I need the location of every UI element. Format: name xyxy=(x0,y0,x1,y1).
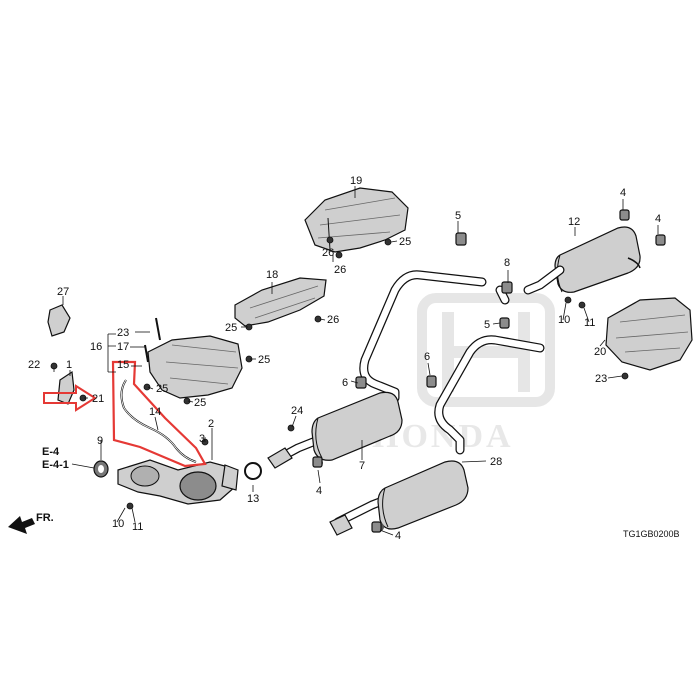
exhaust-pipe-system xyxy=(280,270,545,527)
callout-4: 4 xyxy=(316,485,322,497)
callout-10: 10 xyxy=(558,314,570,326)
callout-5: 5 xyxy=(455,210,461,222)
callout-labels: 19 4 4 5 12 25 26 26 8 18 27 25 26 23 16… xyxy=(28,175,661,542)
callout-28: 28 xyxy=(490,456,502,468)
center-muffler-7 xyxy=(311,391,403,467)
callout-25: 25 xyxy=(258,354,270,366)
rear-pipe-flange xyxy=(329,514,353,536)
callout-4: 4 xyxy=(620,187,626,199)
leader-lines xyxy=(53,186,659,536)
callout-5: 5 xyxy=(484,319,490,331)
callout-4: 4 xyxy=(655,213,661,225)
callout-8: 8 xyxy=(504,257,510,269)
rear-muffler-12 xyxy=(523,226,641,295)
callout-9: 9 xyxy=(97,435,103,447)
callout-11: 11 xyxy=(584,317,595,329)
callout-7: 7 xyxy=(359,460,365,472)
callout-23: 23 xyxy=(117,327,129,339)
front-label: FR. xyxy=(36,512,54,524)
o2-sensor-wire-14 xyxy=(120,379,197,463)
highlight-arrow xyxy=(43,384,97,412)
heat-shield-16 xyxy=(147,335,243,399)
callout-25: 25 xyxy=(225,322,237,334)
callout-4: 4 xyxy=(395,530,401,542)
callout-26: 26 xyxy=(334,264,346,276)
callout-13: 13 xyxy=(247,493,259,505)
bolts xyxy=(50,236,629,510)
callout-26: 26 xyxy=(322,247,334,259)
callout-26: 26 xyxy=(327,314,339,326)
callout-17: 17 xyxy=(117,341,129,353)
center-muffler-28 xyxy=(372,460,469,532)
callout-22: 22 xyxy=(28,359,40,371)
callout-1: 1 xyxy=(66,359,72,371)
heat-shield-18 xyxy=(234,277,327,327)
reference-e4: E-4 xyxy=(42,446,60,458)
callout-2: 2 xyxy=(208,418,214,430)
callout-19: 19 xyxy=(350,175,362,187)
callout-3: 3 xyxy=(199,433,205,445)
bracket-27 xyxy=(47,304,71,337)
callout-6: 6 xyxy=(424,351,430,363)
callout-25: 25 xyxy=(194,397,206,409)
gasket-9 xyxy=(93,460,109,478)
callout-6: 6 xyxy=(342,377,348,389)
highlight-outline xyxy=(111,360,207,468)
front-arrow-icon xyxy=(8,516,35,534)
callout-25: 25 xyxy=(156,383,168,395)
callout-11: 11 xyxy=(132,521,143,533)
heat-shield-20 xyxy=(605,297,693,371)
flange-13 xyxy=(244,462,262,480)
callout-15: 15 xyxy=(117,359,129,371)
callout-18: 18 xyxy=(266,269,278,281)
callout-27: 27 xyxy=(57,286,69,298)
callout-12: 12 xyxy=(568,216,580,228)
front-pipe-flange xyxy=(267,447,293,469)
callout-21: 21 xyxy=(92,393,104,405)
callout-16: 16 xyxy=(90,341,102,353)
callout-20: 20 xyxy=(594,346,606,358)
bracket-1 xyxy=(57,370,75,405)
callout-25: 25 xyxy=(399,236,411,248)
reference-e4-1: E-4-1 xyxy=(42,459,69,471)
hanger-rubbers xyxy=(312,209,666,533)
callout-14: 14 xyxy=(149,406,161,418)
heat-shield-19 xyxy=(304,187,409,253)
diagram-code: TG1GB0200B xyxy=(623,529,680,539)
catalytic-converter-2 xyxy=(117,459,239,505)
callout-10: 10 xyxy=(112,518,124,530)
callout-23: 23 xyxy=(595,373,607,385)
callout-24: 24 xyxy=(291,405,303,417)
